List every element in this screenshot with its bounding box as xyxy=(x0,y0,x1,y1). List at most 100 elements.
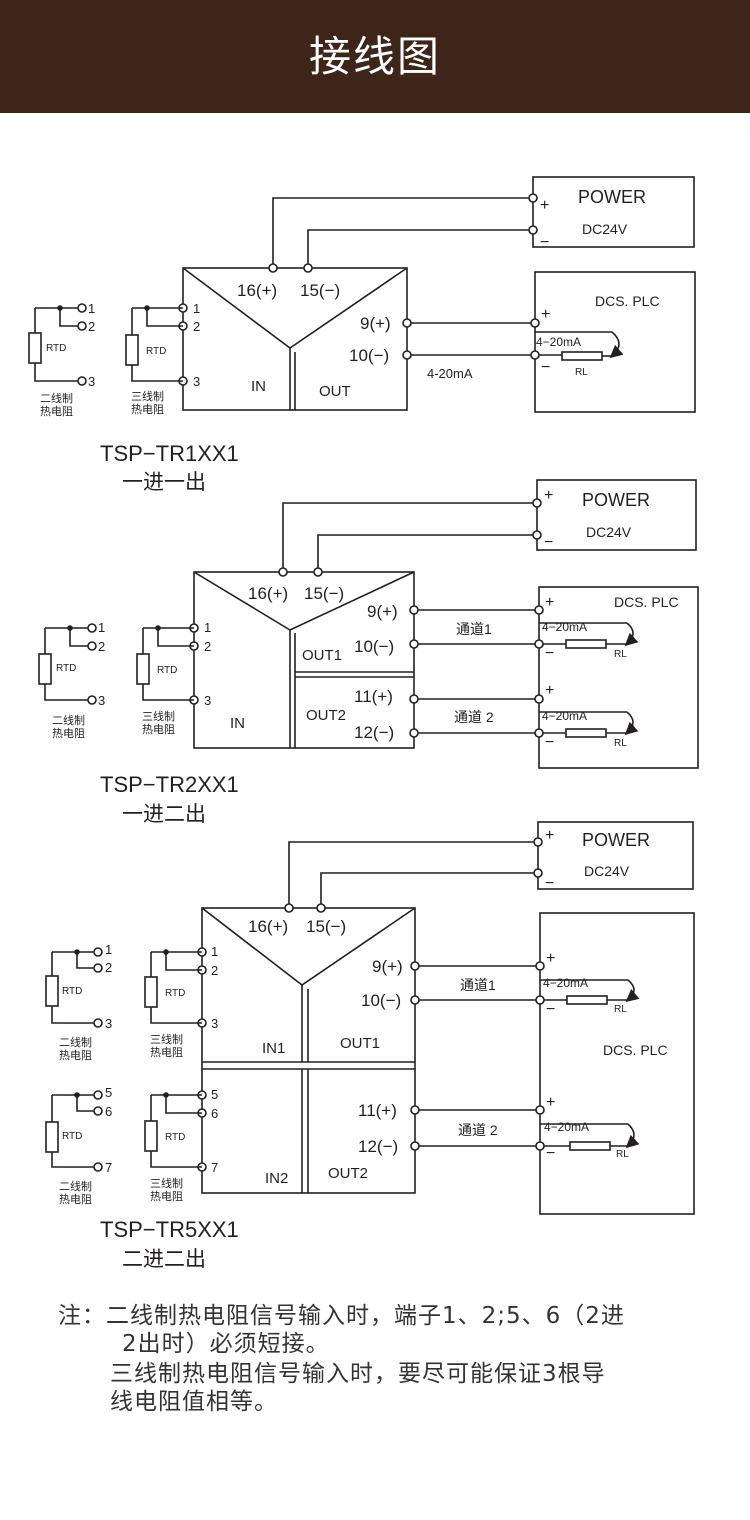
out-signal-label: 4-20mA xyxy=(427,366,473,381)
dc24v-label: DC24V xyxy=(584,863,630,879)
dcs-minus-label: − xyxy=(545,734,554,751)
power-box xyxy=(536,479,697,551)
term-16-label: 16(+) xyxy=(248,584,288,603)
term-11-label: 11(+) xyxy=(358,1101,397,1120)
thermal-res-label: 热电阻 xyxy=(142,723,175,736)
n3-label: 3 xyxy=(105,1016,112,1031)
dcs-plc-label: DCS. PLC xyxy=(614,594,679,610)
term-9-label: 9(+) xyxy=(367,602,398,621)
term-15-label: 15(−) xyxy=(300,281,340,300)
ma-label: 4−20mA xyxy=(544,1120,589,1134)
rtd-label: RTD xyxy=(157,665,177,676)
desc-label: 一进二出 xyxy=(122,803,206,826)
rtd-label: RTD xyxy=(165,1132,185,1143)
n5-label: 5 xyxy=(105,1085,112,1100)
term-16-label: 16(+) xyxy=(237,281,277,300)
power-label: POWER xyxy=(582,490,650,510)
term-10-label: 10(−) xyxy=(361,991,401,1010)
term-9-label: 9(+) xyxy=(360,314,391,333)
rtd-label: RTD xyxy=(62,986,82,997)
three-wire-rtd xyxy=(136,625,194,701)
plus-label: + xyxy=(540,197,549,214)
n6-label: 6 xyxy=(105,1104,112,1119)
two-wire-label: 二线制 xyxy=(59,1035,92,1049)
plus-label: + xyxy=(544,487,553,504)
n3-label: 3 xyxy=(98,693,105,708)
dcs-minus-label: − xyxy=(541,359,550,376)
three-wire-rtd xyxy=(144,949,202,1024)
rl-label: RL xyxy=(614,649,627,660)
ma-label: 4−20mA xyxy=(543,976,588,990)
n3-label: 3 xyxy=(193,374,200,389)
in1-label: IN1 xyxy=(262,1040,285,1057)
power-box xyxy=(532,176,695,248)
n1-label: 1 xyxy=(193,301,200,316)
out1-label: OUT1 xyxy=(302,647,342,664)
desc-label: 二进二出 xyxy=(122,1248,206,1271)
thermal-res-label: 热电阻 xyxy=(52,727,85,740)
n1-label: 1 xyxy=(211,944,218,959)
note-line: 三线制热电阻信号输入时，要尽可能保证3根导 xyxy=(110,1361,606,1387)
header-bar: 接线图 xyxy=(0,0,750,113)
n5-label: 5 xyxy=(211,1087,218,1102)
three-wire-rtd xyxy=(144,1092,202,1168)
channel1-label: 通道1 xyxy=(456,621,492,637)
thermal-res-label: 热电阻 xyxy=(150,1046,183,1059)
module-divider xyxy=(182,267,408,349)
n3-label: 3 xyxy=(211,1016,218,1031)
channel2-label: 通道 2 xyxy=(454,709,494,725)
thermal-res-label: 热电阻 xyxy=(131,403,164,416)
n3-label: 3 xyxy=(204,693,211,708)
note-line: 注：二线制热电阻信号输入时，端子1、2;5、6（2进 xyxy=(58,1303,625,1329)
term-11-label: 11(+) xyxy=(354,687,393,706)
ma-label: 4−20mA xyxy=(542,709,587,723)
channel2-label: 通道 2 xyxy=(458,1122,498,1138)
rl-label: RL xyxy=(575,367,588,378)
dcs-plc-label: DCS. PLC xyxy=(595,293,660,309)
model-label: TSP−TR2XX1 xyxy=(100,772,239,797)
diagram-2-labels: POWER DC24V + − 16(+) 15(−) 9(+) 10(−) 1… xyxy=(52,487,679,826)
rtd-label: RTD xyxy=(165,988,185,999)
two-wire-label: 二线制 xyxy=(52,713,85,727)
n2-label: 2 xyxy=(204,639,211,654)
note-line: 2出时）必须短接。 xyxy=(122,1331,330,1357)
rtd-label: RTD xyxy=(62,1131,82,1142)
thermal-res-label: 热电阻 xyxy=(150,1190,183,1203)
rtd-label: RTD xyxy=(46,343,66,354)
dcs-plc-box xyxy=(539,912,695,1215)
dc24v-label: DC24V xyxy=(582,221,628,237)
model-label: TSP−TR1XX1 xyxy=(100,441,239,466)
desc-label: 一进一出 xyxy=(122,471,206,494)
two-wire-rtd xyxy=(28,303,87,386)
term-9-label: 9(+) xyxy=(372,957,403,976)
dcs-plus-label: + xyxy=(545,594,554,611)
diagram-3 xyxy=(45,821,695,1215)
out2-label: OUT2 xyxy=(328,1165,368,1182)
thermal-res-label: 热电阻 xyxy=(59,1049,92,1062)
term-10-label: 10(−) xyxy=(354,637,394,656)
dc24v-label: DC24V xyxy=(586,524,632,540)
ma-label: 4−20mA xyxy=(542,620,587,634)
thermal-res-label: 热电阻 xyxy=(40,405,73,418)
dcs-plus-label: + xyxy=(541,306,550,323)
rtd-label: RTD xyxy=(56,663,76,674)
minus-label: − xyxy=(545,875,554,892)
dcs-minus-label: − xyxy=(546,1001,555,1018)
dcs-plc-box xyxy=(534,271,696,413)
module-box xyxy=(193,571,415,749)
in-label: IN xyxy=(230,715,245,732)
minus-label: − xyxy=(540,234,549,251)
rl-label: RL xyxy=(614,738,627,749)
power-box xyxy=(537,821,694,890)
n1-label: 1 xyxy=(105,942,112,957)
dcs-plc-label: DCS. PLC xyxy=(603,1042,668,1058)
model-label: TSP−TR5XX1 xyxy=(100,1217,239,1242)
dcs-minus-label: − xyxy=(545,645,554,662)
term-15-label: 15(−) xyxy=(304,584,344,603)
three-wire-rtd xyxy=(125,305,183,382)
two-wire-rtd xyxy=(45,947,103,1028)
rl-label: RL xyxy=(616,1149,629,1160)
term-12-label: 12(−) xyxy=(358,1137,398,1156)
term-16-label: 16(+) xyxy=(248,917,288,936)
